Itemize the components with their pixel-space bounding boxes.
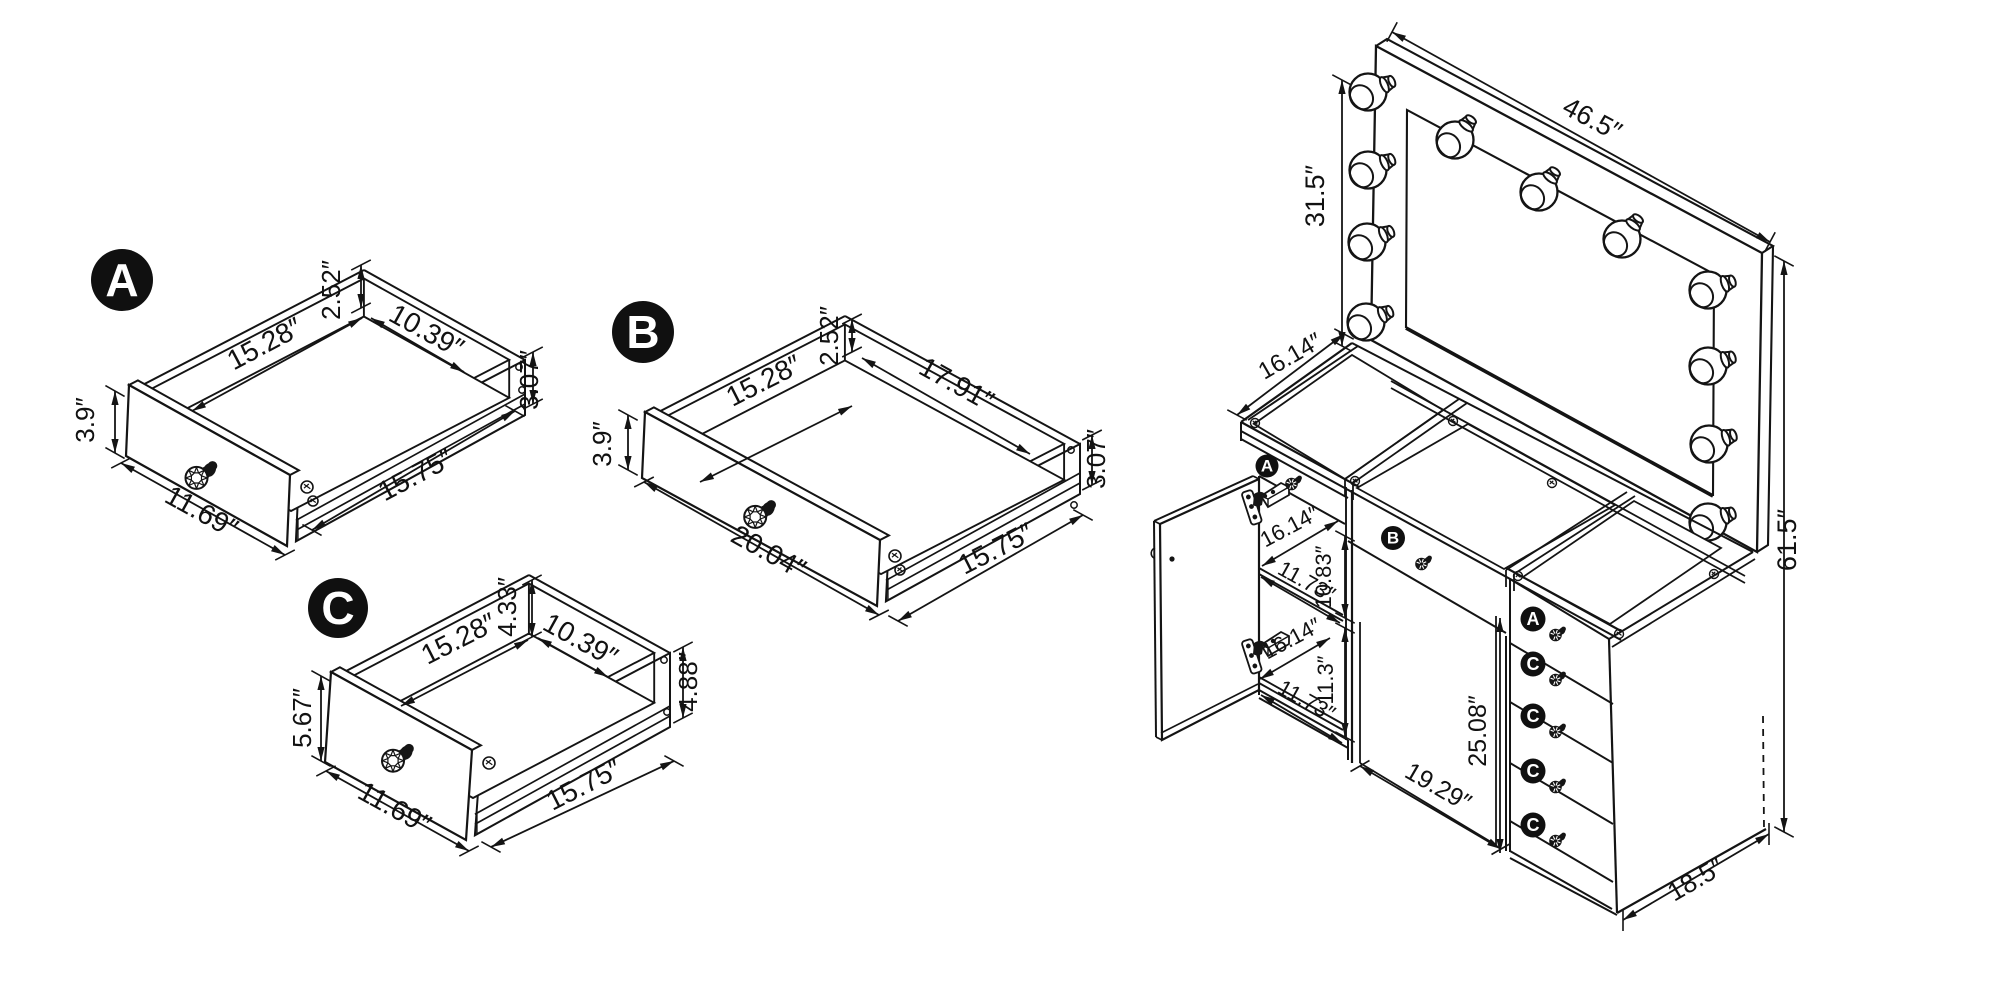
svg-text:4.88″: 4.88″: [673, 652, 703, 712]
svg-text:2.52″: 2.52″: [316, 260, 346, 320]
svg-text:61.5″: 61.5″: [1772, 509, 1802, 572]
svg-text:C: C: [1527, 654, 1540, 674]
svg-text:A: A: [1261, 457, 1273, 476]
svg-text:A: A: [105, 254, 138, 306]
svg-text:3.07″: 3.07″: [514, 350, 544, 410]
svg-text:3.9″: 3.9″: [70, 397, 100, 442]
svg-text:10.83″: 10.83″: [1311, 545, 1336, 608]
svg-text:5.67″: 5.67″: [287, 688, 317, 748]
svg-text:25.08″: 25.08″: [1464, 695, 1492, 767]
svg-text:B: B: [1387, 529, 1399, 548]
svg-text:31.5″: 31.5″: [1300, 165, 1330, 228]
svg-text:C: C: [1527, 706, 1540, 726]
svg-text:11.3″: 11.3″: [1313, 655, 1338, 704]
svg-text:C: C: [1527, 815, 1540, 835]
svg-text:2.52″: 2.52″: [814, 306, 844, 366]
svg-text:3.9″: 3.9″: [587, 421, 617, 466]
svg-text:C: C: [321, 582, 354, 634]
svg-text:B: B: [626, 306, 659, 358]
svg-text:3.07″: 3.07″: [1081, 429, 1111, 489]
svg-text:C: C: [1527, 761, 1540, 781]
svg-text:A: A: [1527, 609, 1540, 629]
svg-text:4.33″: 4.33″: [492, 577, 522, 637]
